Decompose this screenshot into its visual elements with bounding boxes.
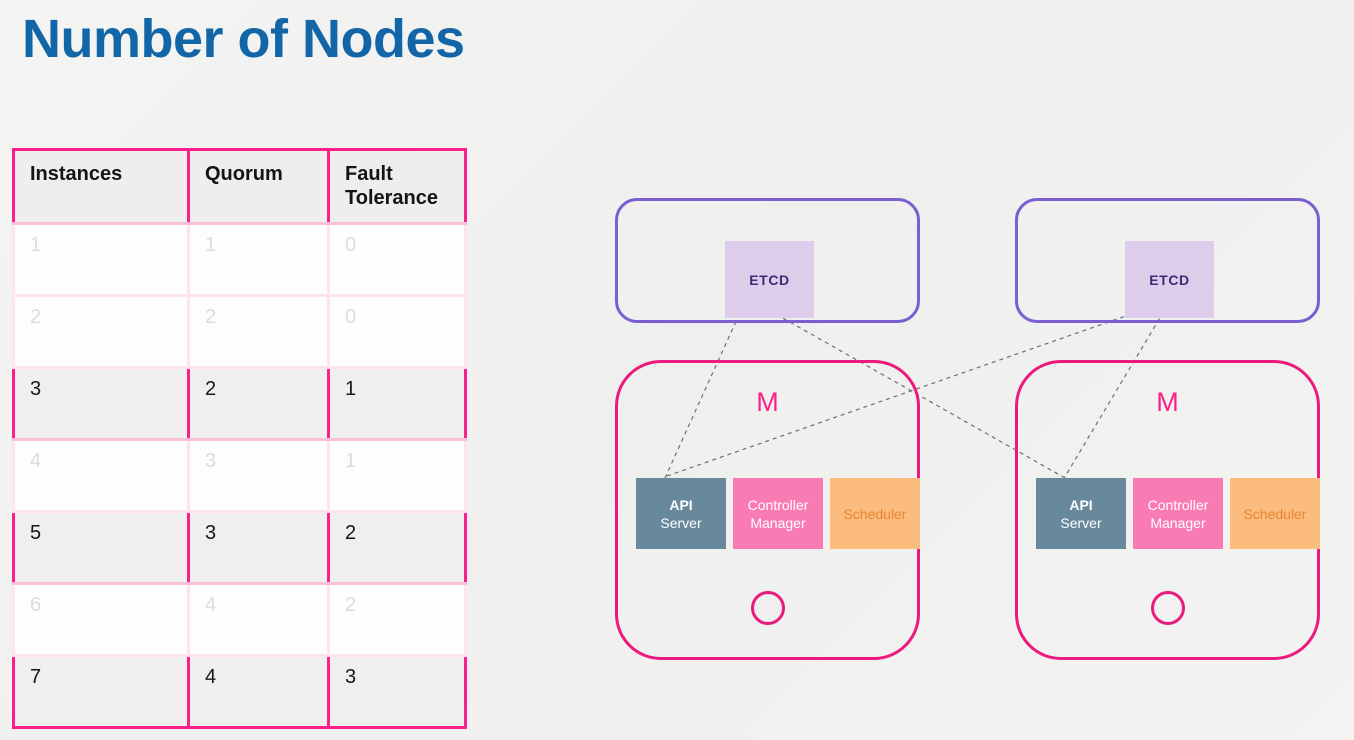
cell-instances: 7 <box>12 654 189 729</box>
cell-quorum: 2 <box>187 295 329 369</box>
etcd-box-left: ETCD <box>725 241 814 318</box>
cell-fault-tolerance: 1 <box>327 439 467 513</box>
cell-quorum: 4 <box>187 583 329 657</box>
controller-manager-label-line2: Manager <box>750 514 806 531</box>
cell-instances: 1 <box>12 223 189 297</box>
master-node-right: M API Server Controller Manager Schedule… <box>1015 360 1320 660</box>
column-header-fault-tolerance: Fault Tolerance <box>327 148 467 225</box>
control-plane-components-right: API Server Controller Manager Scheduler <box>1036 478 1320 549</box>
etcd-label: ETCD <box>749 271 790 288</box>
column-header-instances: Instances <box>12 148 189 225</box>
controller-manager-box: Controller Manager <box>733 478 823 549</box>
cell-instances: 2 <box>12 295 189 369</box>
table-header-row: Instances Quorum Fault Tolerance <box>12 148 467 225</box>
ha-cluster-diagram: ETCD M API Server Controller Manager Sch… <box>595 180 1340 670</box>
api-server-label-line2: Server <box>660 514 702 531</box>
node-circle-icon <box>750 591 785 625</box>
api-server-label-line2: Server <box>1060 514 1102 531</box>
etcd-frame-right: ETCD <box>1015 198 1320 323</box>
control-plane-components-left: API Server Controller Manager Scheduler <box>636 478 920 549</box>
master-label: M <box>756 387 779 417</box>
table-row: 6 4 2 <box>12 583 467 657</box>
cell-fault-tolerance: 0 <box>327 223 467 297</box>
table-row: 1 1 0 <box>12 223 467 297</box>
master-node-left: M API Server Controller Manager Schedule… <box>615 360 920 660</box>
scheduler-box: Scheduler <box>830 478 920 549</box>
table-row: 2 2 0 <box>12 295 467 369</box>
master-label: M <box>1156 387 1179 417</box>
api-server-label-line1: API <box>669 496 693 513</box>
controller-manager-label-line2: Manager <box>1150 514 1206 531</box>
column-header-quorum: Quorum <box>187 148 329 225</box>
cell-fault-tolerance: 3 <box>327 654 467 729</box>
cell-fault-tolerance: 1 <box>327 366 467 441</box>
controller-manager-box: Controller Manager <box>1133 478 1223 549</box>
etcd-box-right: ETCD <box>1125 241 1214 318</box>
quorum-fault-tolerance-table: Instances Quorum Fault Tolerance 1 1 0 2… <box>12 148 467 729</box>
cell-fault-tolerance: 2 <box>327 510 467 585</box>
page-title: Number of Nodes <box>22 9 465 69</box>
scheduler-label: Scheduler <box>843 505 907 522</box>
api-server-label-line1: API <box>1069 496 1093 513</box>
etcd-frame-left: ETCD <box>615 198 920 323</box>
cell-fault-tolerance: 2 <box>327 583 467 657</box>
cell-quorum: 3 <box>187 510 329 585</box>
node-circle-icon <box>1150 591 1185 625</box>
cell-quorum: 3 <box>187 439 329 513</box>
cell-instances: 6 <box>12 583 189 657</box>
cell-instances: 3 <box>12 366 189 441</box>
etcd-label: ETCD <box>1149 271 1190 288</box>
cell-fault-tolerance: 0 <box>327 295 467 369</box>
scheduler-box: Scheduler <box>1230 478 1320 549</box>
controller-manager-label-line1: Controller <box>1147 496 1209 513</box>
cell-quorum: 4 <box>187 654 329 729</box>
table-row: 4 3 1 <box>12 439 467 513</box>
scheduler-label: Scheduler <box>1243 505 1307 522</box>
api-server-box: API Server <box>636 478 726 549</box>
table-row: 7 4 3 <box>12 654 467 729</box>
controller-manager-label-line1: Controller <box>747 496 809 513</box>
cell-quorum: 2 <box>187 366 329 441</box>
cell-instances: 5 <box>12 510 189 585</box>
api-server-box: API Server <box>1036 478 1126 549</box>
table-row: 3 2 1 <box>12 366 467 441</box>
table-row: 5 3 2 <box>12 510 467 585</box>
cell-instances: 4 <box>12 439 189 513</box>
cell-quorum: 1 <box>187 223 329 297</box>
